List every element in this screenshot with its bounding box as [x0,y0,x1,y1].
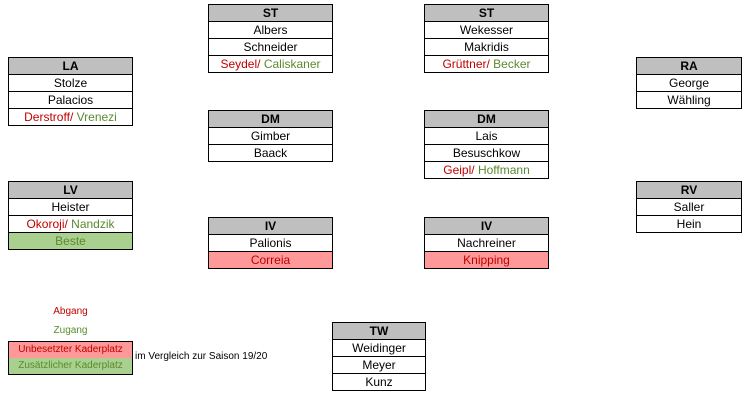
legend-zugang: Zugang [53,325,88,336]
separator: / [69,110,77,124]
position-la: LA Stolze Palacios Derstroff/ Vrenezi [8,57,133,126]
position-title: ST [425,4,548,22]
position-st-left: ST Albers Schneider Seydel/ Caliskaner [208,4,333,73]
player: Nachreiner [457,236,516,250]
position-title: DM [425,110,548,128]
vacant-squad-slot: Correia [209,251,332,268]
vacant-squad-slot: Knipping [425,251,548,268]
player: Albers [253,23,288,37]
player: Makridis [425,38,548,55]
player-out: Derstroff [24,110,70,124]
player: Meyer [333,356,425,373]
transfer-row: Derstroff/ Vrenezi [9,108,132,125]
player-in: Vrenezi [76,110,117,124]
legend-note: im Vergleich zur Saison 19/20 [135,351,268,362]
position-title: RA [637,57,741,75]
player: Schneider [209,38,332,55]
player: Kunz [333,373,425,390]
position-dm-right: DM Lais Besuschkow Geipl/ Hoffmann [424,110,549,179]
player-in: Caliskaner [263,57,321,71]
transfer-row: Okoroji/ Nandzik [9,215,132,232]
player: Hein [637,215,741,232]
position-title: DM [209,110,332,128]
separator: / [471,163,478,177]
player: Saller [673,200,705,214]
additional-squad-slot: Beste [9,232,132,249]
position-iv-left: IV Palionis Correia [208,217,333,269]
position-dm-left: DM Gimber Baack [208,110,333,162]
player: Lais [475,129,498,143]
position-ra: RA George Wähling [636,57,742,109]
transfer-row: Seydel/ Caliskaner [209,55,332,72]
player: Heister [51,200,90,214]
player: Wekesser [459,23,514,37]
player-out: Geipl [443,163,472,177]
position-title: LV [9,181,132,199]
player: Wähling [637,91,741,108]
player: Gimber [250,129,291,143]
legend-abgang: Abgang [53,306,88,317]
player: Stolze [53,76,88,90]
legend-unbesetzt: Unbesetzter Kaderplatz [8,341,133,359]
position-title: RV [637,181,741,199]
player: Besuschkow [425,144,548,161]
position-iv-right: IV Nachreiner Knipping [424,217,549,269]
player: George [668,76,710,90]
player: Palionis [249,236,292,250]
separator: / [257,57,264,71]
player: Palacios [9,91,132,108]
position-title: IV [425,217,548,235]
separator: / [486,57,494,71]
transfer-row: Grüttner/ Becker [425,55,548,72]
separator: / [64,217,72,231]
player-out: Okoroji [26,217,65,231]
position-tw: TW Weidinger Meyer Kunz [332,322,426,391]
position-title: ST [209,4,332,22]
player-in: Becker [493,57,531,71]
player-in: Hoffmann [477,163,530,177]
position-st-right: ST Wekesser Makridis Grüttner/ Becker [424,4,549,73]
player-out: Seydel [220,57,258,71]
player: Baack [209,144,332,161]
position-lv: LV Heister Okoroji/ Nandzik Beste [8,181,133,250]
transfer-row: Geipl/ Hoffmann [425,161,548,178]
player-in: Nandzik [71,217,115,231]
player: Weidinger [352,341,406,355]
player-out: Grüttner [442,57,487,71]
legend-zusaetzlich: Zusätzlicher Kaderplatz [8,358,133,375]
position-title: TW [333,322,425,340]
position-title: IV [209,217,332,235]
position-rv: RV Saller Hein [636,181,742,233]
position-title: LA [9,57,132,75]
